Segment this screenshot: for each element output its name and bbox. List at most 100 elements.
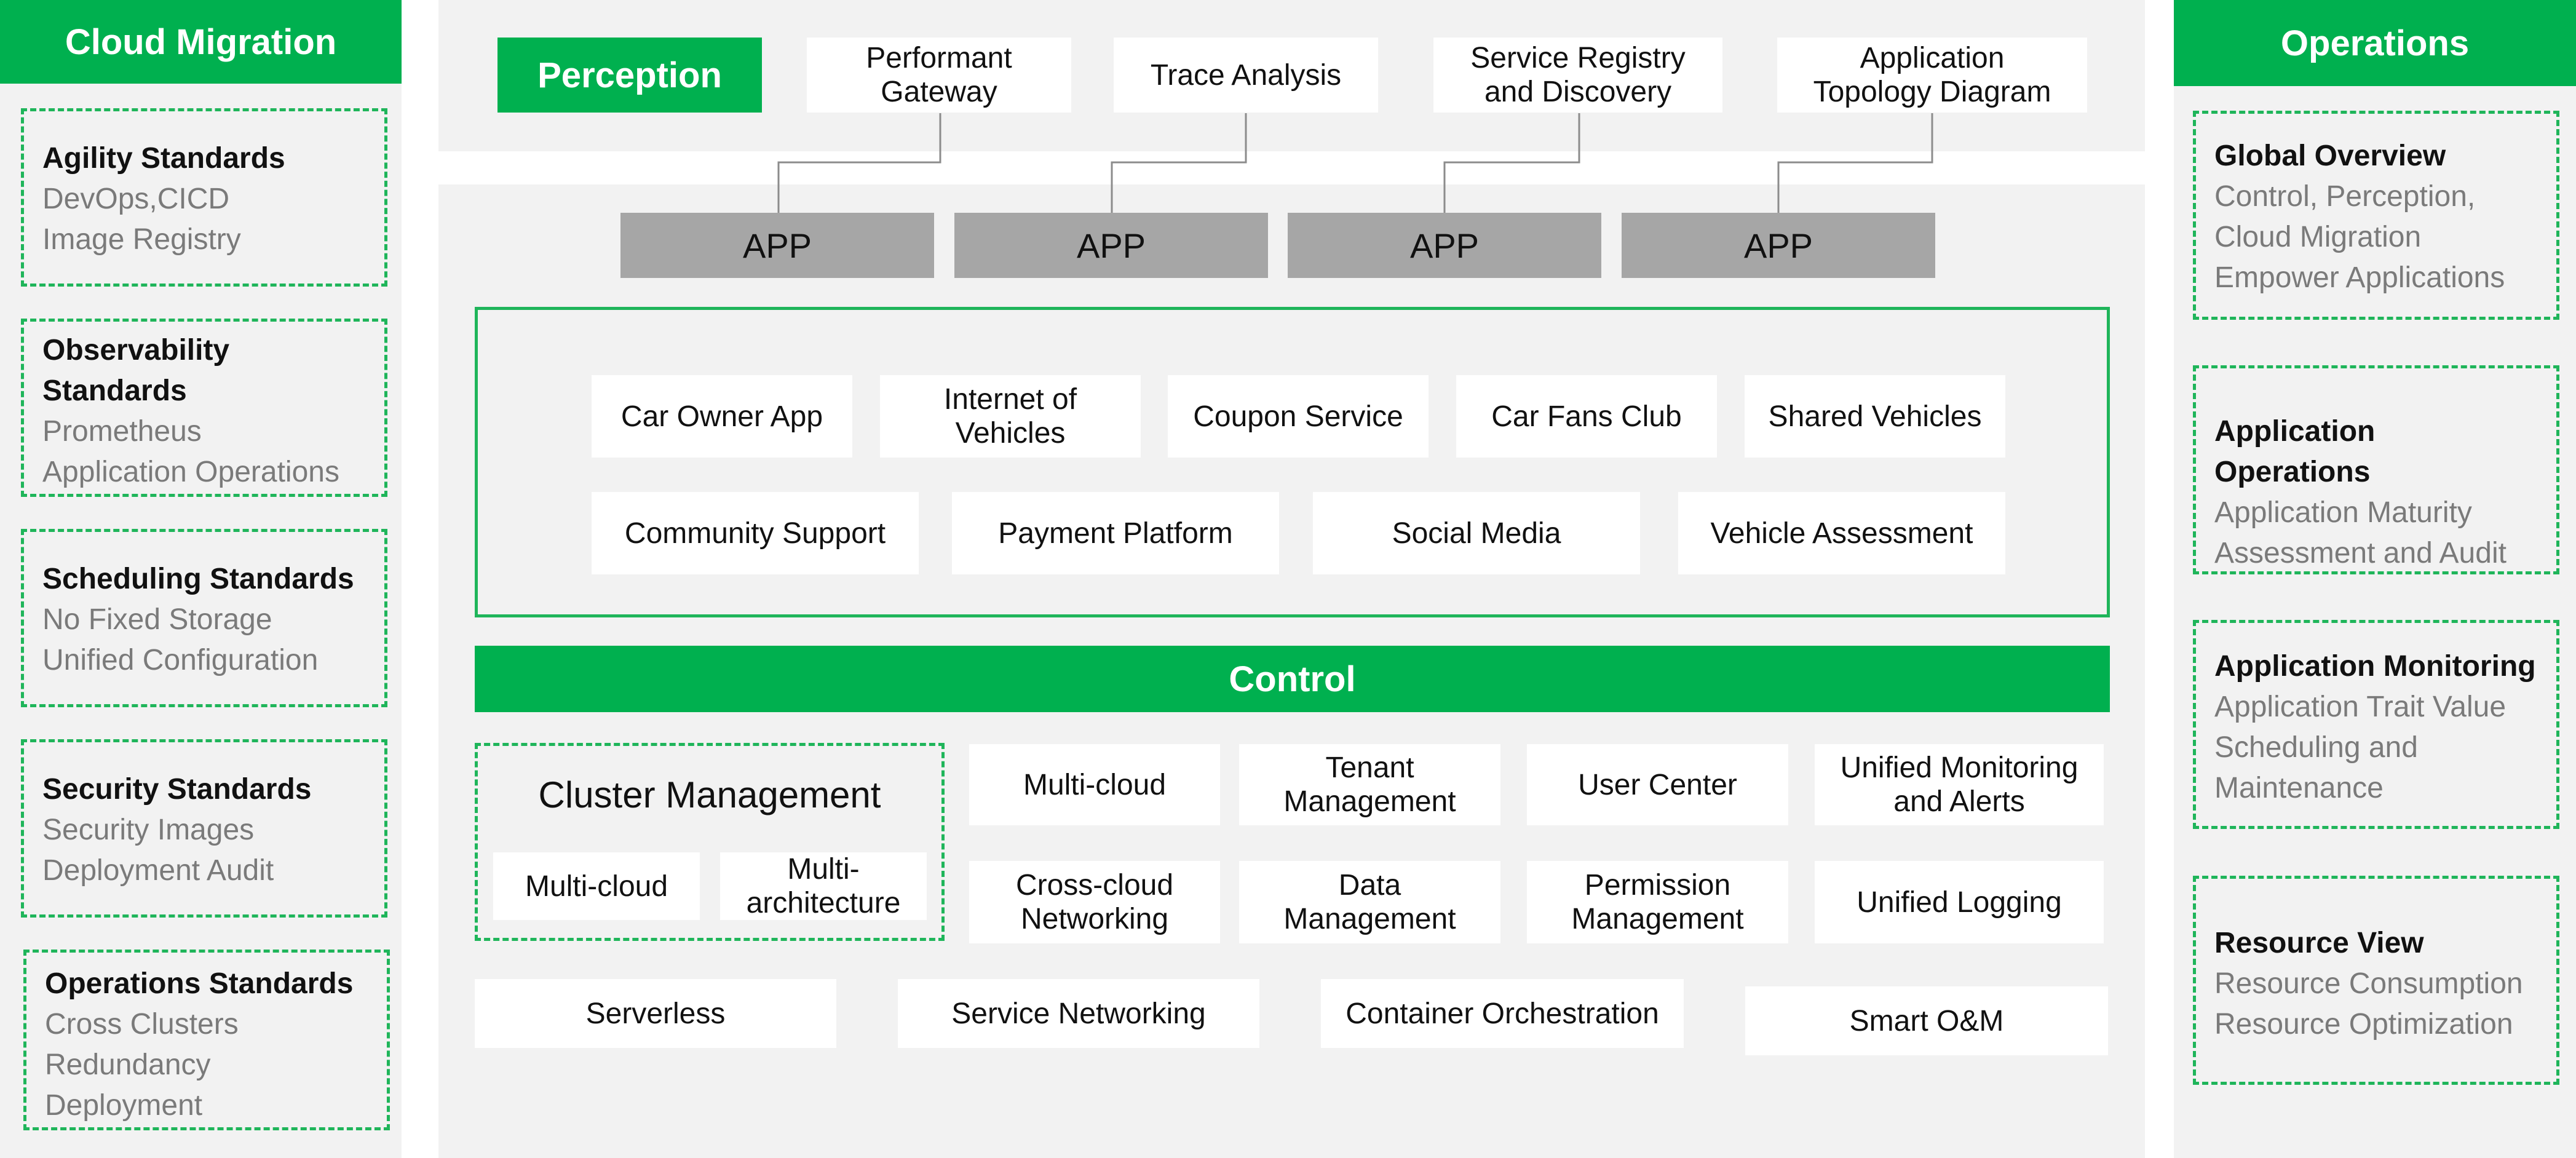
box-line: Coupon Service: [1193, 400, 1403, 433]
card-title: Global Overview: [2214, 140, 2446, 172]
perception-label: Perception: [497, 38, 762, 113]
service-registry-box: Service Registry and Discovery: [1433, 38, 1722, 113]
cluster-management-title: Cluster Management: [538, 774, 881, 815]
box-line: Cross-cloud: [1015, 869, 1174, 902]
operations-standards-card: Operations Standards Cross Clusters Redu…: [23, 950, 390, 1130]
card-detail: Redundancy: [45, 1049, 211, 1081]
box-line: Tenant: [1325, 752, 1414, 784]
agility-standards-card: Agility Standards DevOps,CICD Image Regi…: [21, 108, 387, 287]
service-box: Coupon Service: [1168, 375, 1429, 458]
service-box: Shared Vehicles: [1745, 375, 2005, 458]
box-line: Performant: [866, 42, 1012, 74]
card-detail: DevOps,CICD: [42, 183, 230, 215]
control-box: User Center: [1527, 744, 1788, 825]
application-operations-card: Application Operations Application Matur…: [2193, 365, 2559, 574]
scheduling-standards-card: Scheduling Standards No Fixed Storage Un…: [21, 529, 387, 707]
card-detail: Cloud Migration: [2214, 221, 2422, 253]
card-title: Application Monitoring: [2214, 650, 2536, 683]
box-line: Multi-cloud: [1023, 768, 1167, 801]
card-detail: Control, Perception,: [2214, 180, 2476, 213]
card-title: Scheduling Standards: [42, 563, 354, 595]
services-frame: [475, 307, 2110, 617]
topology-diagram-box: Application Topology Diagram: [1777, 38, 2087, 113]
card-detail: Image Registry: [42, 223, 241, 256]
box-line: Service Networking: [951, 997, 1206, 1030]
performant-gateway-box: Performant Gateway: [807, 38, 1071, 113]
application-monitoring-card: Application Monitoring Application Trait…: [2193, 620, 2559, 829]
box-line: User Center: [1578, 768, 1737, 801]
control-header: Control: [475, 646, 2110, 712]
card-detail: Cross Clusters: [45, 1008, 239, 1041]
card-detail: Deployment: [45, 1089, 203, 1122]
control-box: Permission Management: [1527, 861, 1788, 943]
service-box: Community Support: [592, 492, 919, 574]
card-detail: Scheduling and: [2214, 731, 2418, 764]
control-box: Tenant Management: [1239, 744, 1500, 825]
card-title: Agility Standards: [42, 142, 285, 175]
card-detail: Resource Consumption: [2214, 967, 2523, 1000]
service-box: Vehicle Assessment: [1678, 492, 2005, 574]
card-detail: Resource Optimization: [2214, 1008, 2513, 1041]
box-line: Service Registry: [1470, 42, 1686, 74]
box-line: Internet of: [943, 383, 1077, 416]
operations-panel: [2174, 0, 2576, 1158]
app-bar: APP: [954, 213, 1268, 278]
cloud-migration-panel: [0, 0, 402, 1158]
control-box: Container Orchestration: [1321, 979, 1684, 1048]
card-title: Standards: [42, 375, 187, 407]
box-line: Smart O&M: [1849, 1004, 2004, 1037]
cluster-item-box: Multi-cloud: [493, 852, 700, 920]
box-line: Car Fans Club: [1491, 400, 1682, 433]
box-line: Application: [1860, 42, 2005, 74]
box-line: Shared Vehicles: [1768, 400, 1982, 433]
box-line: Container Orchestration: [1345, 997, 1659, 1030]
global-overview-card: Global Overview Control, Perception, Clo…: [2193, 111, 2559, 320]
box-line: Networking: [1020, 903, 1169, 935]
box-line: Payment Platform: [998, 517, 1233, 550]
box-line: and Alerts: [1893, 785, 2025, 818]
control-box: Cross-cloud Networking: [969, 861, 1220, 943]
box-line: Multi-: [787, 853, 860, 886]
box-line: Management: [1283, 903, 1456, 935]
box-line: Trace Analysis: [1150, 58, 1342, 92]
control-box: Data Management: [1239, 861, 1500, 943]
box-line: Multi-cloud: [525, 870, 668, 903]
card-title: Observability: [42, 334, 230, 367]
box-line: Social Media: [1392, 517, 1561, 550]
service-box: Social Media: [1313, 492, 1640, 574]
card-detail: Assessment and Audit: [2214, 537, 2507, 569]
service-box: Payment Platform: [952, 492, 1279, 574]
card-detail: Unified Configuration: [42, 644, 319, 676]
app-bar: APP: [1288, 213, 1601, 278]
box-line: Topology Diagram: [1813, 76, 2051, 108]
box-line: Community Support: [624, 517, 886, 550]
app-bar: APP: [1622, 213, 1935, 278]
observability-standards-card: Observability Standards Prometheus Appli…: [21, 319, 387, 497]
operations-header: Operations: [2174, 0, 2576, 86]
card-detail: Security Images: [42, 814, 255, 846]
box-line: Management: [1283, 785, 1456, 818]
box-line: Car Owner App: [620, 400, 823, 433]
box-line: Vehicles: [955, 417, 1066, 450]
card-detail: No Fixed Storage: [42, 603, 272, 636]
card-title: Application Operations: [2214, 415, 2376, 488]
card-detail: Maintenance: [2214, 772, 2384, 804]
box-line: Data: [1338, 869, 1401, 902]
box-line: Unified Logging: [1857, 886, 2062, 919]
cluster-management-frame: [475, 743, 945, 941]
control-box: Multi-cloud: [969, 744, 1220, 825]
control-box: Serverless: [475, 979, 836, 1048]
box-line: and Discovery: [1484, 76, 1672, 108]
app-bar: APP: [620, 213, 934, 278]
resource-view-card: Resource View Resource Consumption Resou…: [2193, 876, 2559, 1085]
card-detail: Application Operations: [42, 456, 339, 488]
service-box: Internet of Vehicles: [880, 375, 1141, 458]
control-box: Service Networking: [898, 979, 1259, 1048]
box-line: Management: [1571, 903, 1744, 935]
control-box: Unified Monitoring and Alerts: [1815, 744, 2104, 825]
control-box: Smart O&M: [1745, 986, 2108, 1055]
cluster-item-box: Multi- architecture: [720, 852, 927, 920]
box-line: Unified Monitoring: [1840, 752, 2079, 784]
box-line: architecture: [746, 887, 901, 919]
